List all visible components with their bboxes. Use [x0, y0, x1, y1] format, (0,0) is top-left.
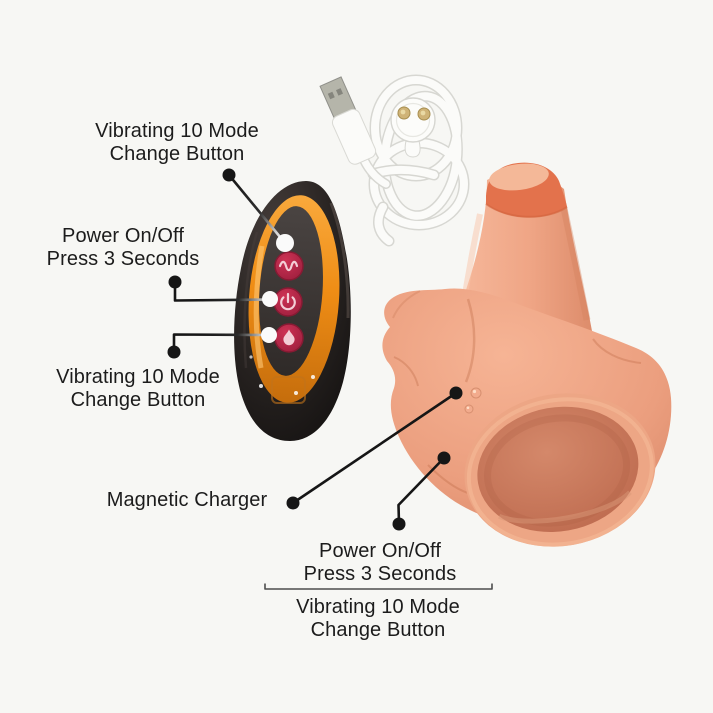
- heat-mode-button: [274, 323, 304, 353]
- pointer-line-magnetic: [292, 391, 457, 505]
- device: [382, 162, 672, 547]
- label-power-onoff-left: Power On/Off Press 3 Seconds: [3, 225, 243, 271]
- pointer-dot: [392, 517, 406, 531]
- power-button: [273, 287, 303, 317]
- label-line: Change Button: [310, 619, 446, 641]
- device-charging-contacts: [464, 387, 482, 414]
- suction-cup-base: [464, 393, 656, 547]
- divider-bracket: [264, 583, 493, 590]
- annotation-lines: [167, 168, 493, 590]
- label-vibrating-mode-bottom: Vibrating 10 Mode Change Button: [258, 596, 498, 642]
- label-line: Magnetic Charger: [106, 489, 268, 511]
- label-line: Vibrating 10 Mode: [95, 120, 259, 142]
- pointer-dot: [168, 275, 182, 289]
- pointer-dot-on-device: [437, 451, 451, 465]
- pointer-dot: [286, 496, 300, 510]
- label-line: Power On/Off: [62, 225, 184, 247]
- label-line: Vibrating 10 Mode: [56, 366, 220, 388]
- power-icon: [280, 292, 296, 311]
- label-magnetic-charger: Magnetic Charger: [67, 489, 307, 512]
- pointer-dot: [222, 168, 236, 182]
- label-line: Press 3 Seconds: [46, 248, 200, 270]
- pointer-dot-on-remote: [261, 327, 277, 343]
- vibration-mode-button: [274, 251, 304, 281]
- label-vibrating-mode-left: Vibrating 10 Mode Change Button: [18, 366, 258, 412]
- charging-cable: [319, 74, 470, 247]
- label-power-onoff-bottom: Power On/Off Press 3 Seconds: [260, 540, 500, 586]
- label-line: Press 3 Seconds: [303, 563, 457, 585]
- label-line: Vibrating 10 Mode: [296, 596, 460, 618]
- label-line: Power On/Off: [319, 540, 441, 562]
- label-line: Change Button: [70, 389, 206, 411]
- pointer-dot: [167, 345, 181, 359]
- flame-icon: [283, 329, 295, 346]
- usb-connector: [319, 76, 377, 165]
- pointer-dot-on-remote: [276, 234, 294, 252]
- remote-port-window: [271, 376, 306, 404]
- pointer-dot-on-device: [449, 386, 463, 400]
- label-line: Change Button: [109, 143, 245, 165]
- pointer-dot-on-remote: [262, 291, 278, 307]
- label-vibrating-mode-top: Vibrating 10 Mode Change Button: [57, 120, 297, 166]
- cable-coil: [359, 74, 470, 247]
- magnetic-charger-head: [390, 97, 436, 158]
- wave-icon: [278, 260, 299, 272]
- pointer-line-top-vibrating: [227, 174, 287, 244]
